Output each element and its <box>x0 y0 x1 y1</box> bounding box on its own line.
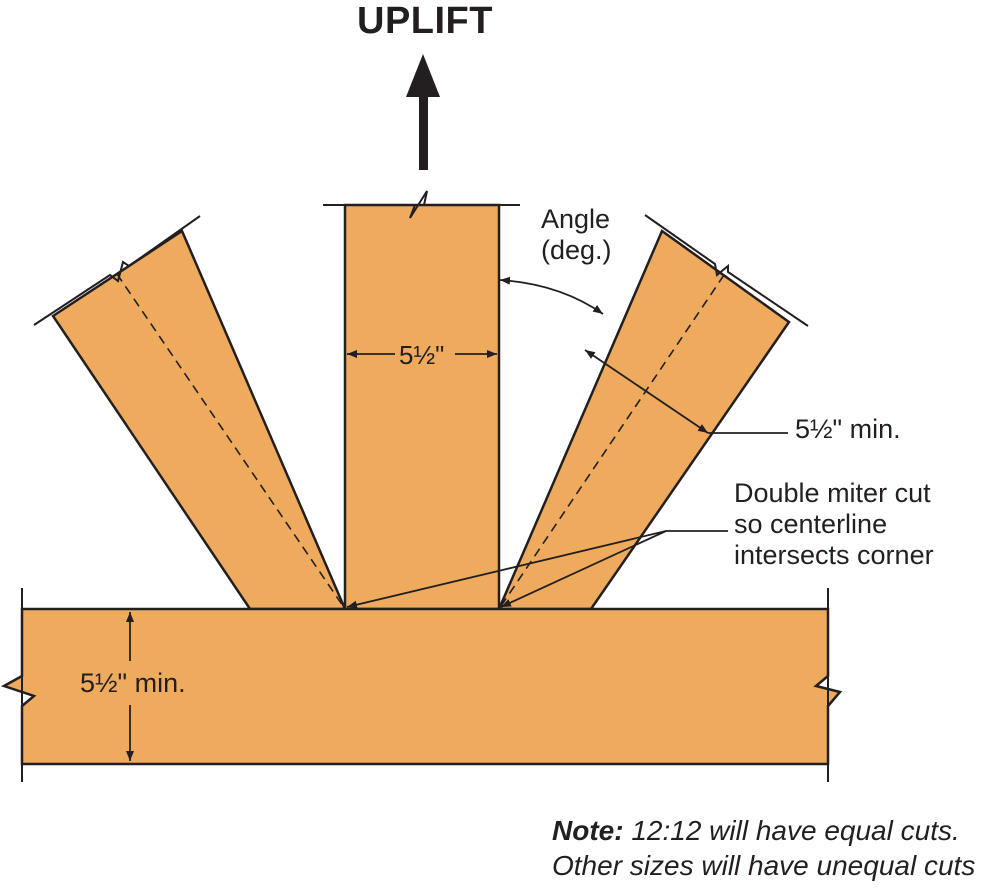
left-brace <box>33 215 347 611</box>
note-prefix: Note: <box>552 815 624 846</box>
post-break-mark <box>323 190 520 219</box>
angle-label: Angle (deg.) <box>541 204 612 266</box>
miter-line3: intersects corner <box>734 540 934 571</box>
miter-line2: so centerline <box>734 509 888 540</box>
miter-line1: Double miter cut <box>734 478 931 508</box>
bottom-chord <box>0 588 843 782</box>
note-line1: 12:12 will have equal cuts. <box>623 815 960 846</box>
left-brace-centerline <box>116 273 346 610</box>
miter-leader-right <box>500 530 667 608</box>
brace-width-dim <box>584 349 709 434</box>
right-brace-centerline <box>498 274 725 610</box>
brace-width-label: 5½" min. <box>795 414 901 444</box>
post-width-label: 5½" <box>399 340 445 370</box>
miter-cut-note: Double miter cut so centerline intersect… <box>734 478 934 571</box>
angle-label-line1: Angle <box>541 204 611 234</box>
right-brace-break-mark <box>644 214 809 327</box>
left-brace-break-mark <box>33 215 201 326</box>
uplift-title: UPLIFT <box>357 0 493 42</box>
angle-label-line2: (deg.) <box>541 235 612 266</box>
angle-arc <box>499 276 604 315</box>
beam-depth-label: 5½" min. <box>80 668 186 698</box>
uplift-arrow <box>406 54 440 170</box>
miter-leader-left <box>346 530 667 609</box>
footnote: Note: 12:12 will have equal cuts. Other … <box>552 813 975 883</box>
note-line2: Other sizes will have unequal cuts <box>552 850 976 881</box>
vertical-post <box>323 190 520 611</box>
